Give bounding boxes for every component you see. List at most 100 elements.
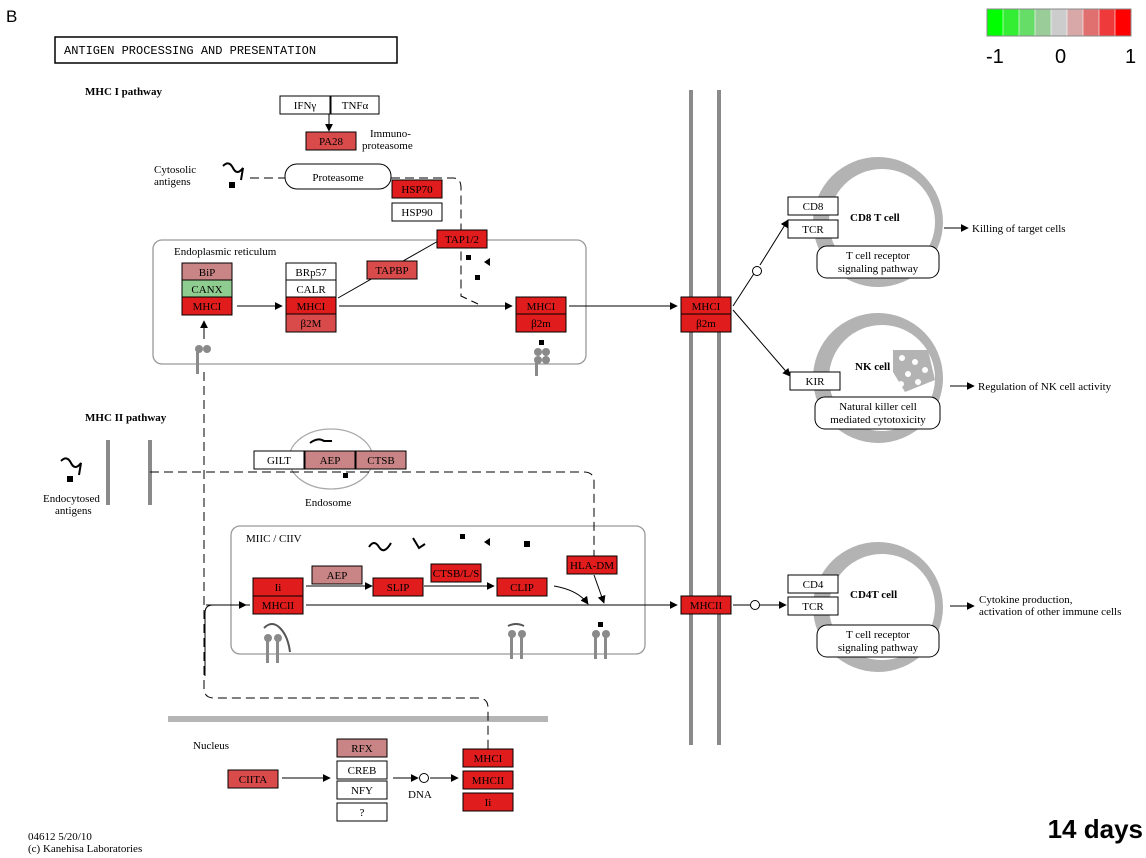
gene-nfy[interactable]: NFY [336, 780, 388, 800]
gene-q[interactable]: ? [336, 802, 388, 822]
legend-cell [1099, 9, 1116, 36]
gene-mhc2_mem[interactable]: MHCII [680, 595, 732, 615]
gene-box[interactable] [336, 760, 388, 780]
gene-cd8[interactable]: CD8 [787, 196, 839, 216]
gene-box[interactable] [330, 95, 380, 115]
gene-label: HLA-DM [570, 560, 614, 572]
antigen-square [343, 473, 348, 478]
nk-pathway-link[interactable] [814, 396, 941, 430]
gene-box[interactable] [566, 555, 618, 575]
gene-box[interactable] [430, 563, 482, 583]
gene-ctsb[interactable]: CTSB [355, 450, 407, 470]
gene-hsp90[interactable]: HSP90 [391, 202, 443, 222]
gene-box[interactable] [285, 313, 337, 333]
gene-ii_nuc[interactable]: Ii [462, 792, 514, 812]
gene-mhc2_miic[interactable]: MHCII [252, 595, 304, 615]
gene-box[interactable] [252, 595, 304, 615]
tcr-pathway-line2: signaling pathway [838, 263, 919, 275]
gene-box[interactable] [336, 802, 388, 822]
granule [905, 371, 911, 377]
gene-box[interactable] [462, 748, 514, 768]
line-mhc2-loop [204, 604, 250, 676]
gene-box[interactable] [515, 313, 567, 333]
gene-box[interactable] [253, 450, 305, 470]
gene-aep_miic[interactable]: AEP [311, 565, 363, 585]
legend-frame [986, 8, 1132, 37]
gene-clip[interactable]: CLIP [496, 577, 548, 597]
gene-box[interactable] [311, 565, 363, 585]
gene-mhc1_er3[interactable]: MHCI [515, 296, 567, 316]
gene-mhc2_nuc[interactable]: MHCII [462, 770, 514, 790]
gene-ifng[interactable]: IFNγ [279, 95, 331, 115]
gene-hsp70[interactable]: HSP70 [391, 179, 443, 199]
gene-box[interactable] [336, 738, 388, 758]
gene-box[interactable] [436, 229, 488, 249]
gene-box[interactable] [279, 95, 331, 115]
gene-mhc1_nuc[interactable]: MHCI [462, 748, 514, 768]
gene-box[interactable] [462, 770, 514, 790]
tcr-pathway-link[interactable] [816, 245, 940, 279]
gene-kir[interactable]: KIR [789, 371, 841, 391]
tcr4-pathway-link[interactable] [816, 624, 940, 658]
gene-box[interactable] [366, 260, 418, 280]
gene-label: CD8 [803, 201, 824, 213]
gene-box[interactable] [227, 769, 279, 789]
gene-mhc1_mem[interactable]: MHCI [680, 296, 732, 316]
peptide-triangle [484, 258, 490, 266]
arrow-to-kir [732, 309, 791, 377]
gene-box[interactable] [355, 450, 407, 470]
gene-box[interactable] [789, 371, 841, 391]
gene-tap12[interactable]: TAP1/2 [436, 229, 488, 249]
gene-gilt[interactable]: GILT [253, 450, 305, 470]
gene-b2m_er2[interactable]: β2M [285, 313, 337, 333]
gene-mhc1_er1[interactable]: MHCI [181, 296, 233, 316]
mhc-receptor-glyphs [195, 340, 610, 663]
gene-label: BiP [199, 267, 216, 279]
gene-calr[interactable]: CALR [285, 279, 337, 299]
gene-tcr8[interactable]: TCR [787, 219, 839, 239]
gene-b2m_er3[interactable]: β2m [515, 313, 567, 333]
gene-ctsbls[interactable]: CTSB/L/S [430, 563, 482, 583]
gene-brp57[interactable]: BRp57 [285, 262, 337, 282]
gene-slip[interactable]: SLIP [372, 577, 424, 597]
gene-canx[interactable]: CANX [181, 279, 233, 299]
dashed-proteasome-to-tap [391, 177, 479, 305]
endocytosed-antigen-icon [60, 457, 82, 476]
gene-label: CD4 [803, 579, 824, 591]
gene-box[interactable] [787, 196, 839, 216]
gene-tapbp[interactable]: TAPBP [366, 260, 418, 280]
cd8-outcome: Killing of target cells [972, 223, 1066, 235]
gene-mhc1_er2[interactable]: MHCI [285, 296, 337, 316]
gene-tcr4[interactable]: TCR [787, 596, 839, 616]
dna-binding-circle [419, 773, 429, 783]
gene-box[interactable] [391, 202, 443, 222]
gene-box[interactable] [496, 577, 548, 597]
gene-box[interactable] [181, 296, 233, 316]
gene-label: HSP70 [401, 184, 433, 196]
gene-box[interactable] [680, 595, 732, 615]
gene-box[interactable] [680, 313, 732, 333]
gene-box[interactable] [304, 450, 356, 470]
gene-box[interactable] [462, 792, 514, 812]
gene-box[interactable] [336, 780, 388, 800]
proteasome-node[interactable] [284, 163, 392, 190]
gene-label: MHCI [474, 753, 503, 765]
gene-cd4[interactable]: CD4 [787, 574, 839, 594]
gene-pa28[interactable]: PA28 [305, 131, 357, 151]
gene-box[interactable] [391, 179, 443, 199]
gene-b2m_mem[interactable]: β2m [680, 313, 732, 333]
gene-box[interactable] [787, 596, 839, 616]
legend-cell [1083, 9, 1100, 36]
gene-bip[interactable]: BiP [181, 262, 233, 282]
gene-creb[interactable]: CREB [336, 760, 388, 780]
gene-tnfa[interactable]: TNFα [330, 95, 380, 115]
gene-aep_endo[interactable]: AEP [304, 450, 356, 470]
gene-rfx[interactable]: RFX [336, 738, 388, 758]
gene-ii_miic[interactable]: Ii [252, 577, 304, 597]
gene-box[interactable] [787, 574, 839, 594]
gene-box[interactable] [372, 577, 424, 597]
gene-hladm[interactable]: HLA-DM [566, 555, 618, 575]
gene-box[interactable] [787, 219, 839, 239]
gene-box[interactable] [305, 131, 357, 151]
gene-ciita[interactable]: CIITA [227, 769, 279, 789]
